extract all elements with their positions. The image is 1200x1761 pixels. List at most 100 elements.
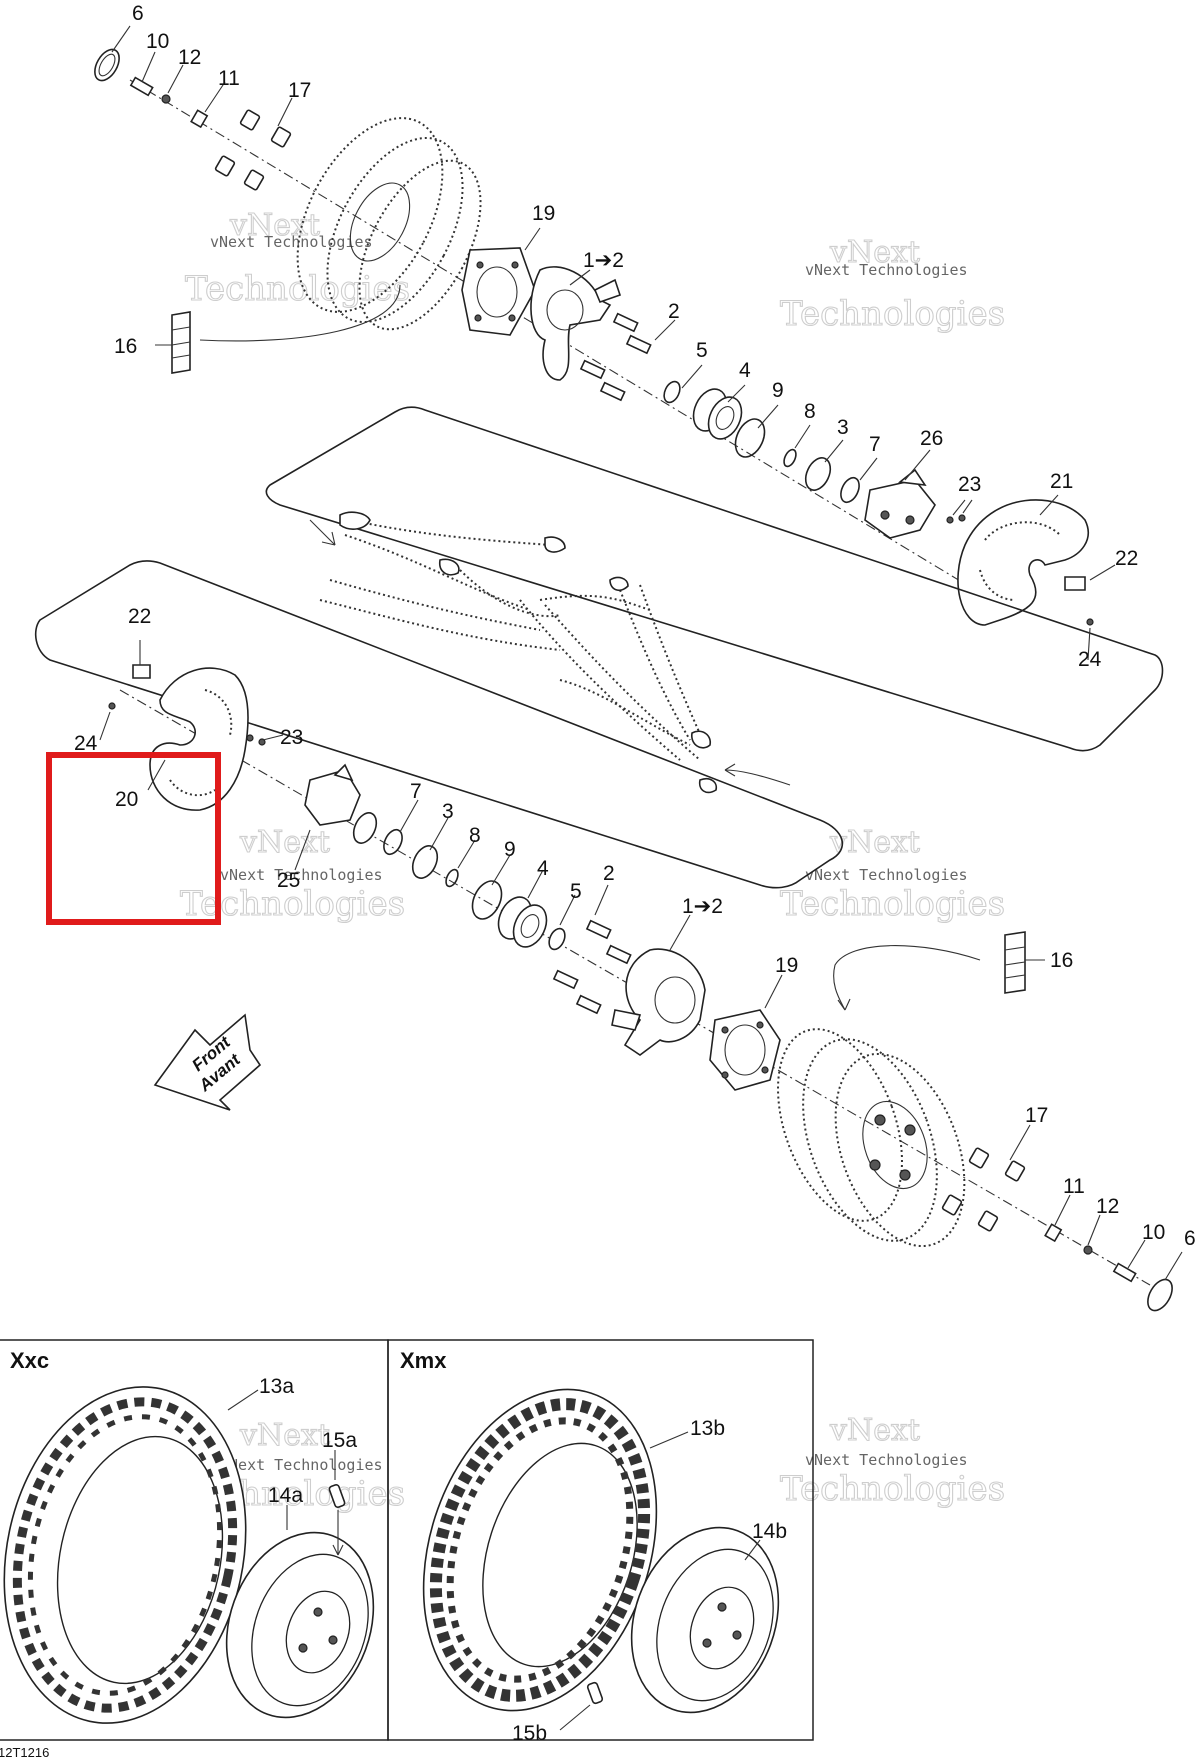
callout-3-top: 3 (837, 416, 849, 439)
watermark-vnext-5: vNext (239, 1418, 330, 1453)
watermark-small-4: vNext Technologies (805, 866, 968, 884)
hub-26 (864, 468, 936, 539)
callout-22-left: 22 (128, 605, 151, 628)
callout-25: 25 (277, 869, 300, 892)
callout-9-top: 9 (772, 379, 784, 402)
upper-arm-outline (265, 406, 1164, 752)
lower-arm-outline (34, 560, 844, 889)
callout-5-bottom: 5 (570, 880, 582, 903)
brake-disc-left (149, 667, 249, 811)
watermark-tech-2: Technologies (780, 294, 1005, 334)
callout-19-bottom: 19 (775, 954, 798, 977)
callout-12-top: 12 (178, 46, 201, 69)
leader-lines (99, 25, 1183, 1281)
callout-16-bottom: 16 (1050, 949, 1073, 972)
variant-box-xxc: Xxc 13a 15a 14a (0, 1339, 389, 1741)
callout-13a: 13a (259, 1375, 294, 1398)
lug-nuts-top (214, 109, 292, 191)
brake-disc-right (957, 499, 1090, 626)
variant-label-xxc: Xxc (10, 1348, 49, 1373)
callout-3-bottom: 3 (442, 800, 454, 823)
callout-12-bottom: 12 (1096, 1195, 1119, 1218)
callout-15b: 15b (512, 1722, 547, 1745)
watermark-vnext-4: vNext (829, 825, 920, 860)
top-hub-assembly (94, 48, 1094, 626)
callout-14b: 14b (752, 1520, 787, 1543)
bearing-bottom (497, 896, 548, 948)
watermark-small-2: vNext Technologies (805, 261, 968, 279)
callout-20: 20 (115, 788, 138, 811)
callout-labels: 6 10 12 11 17 19 1➔2 2 16 5 4 9 8 3 7 26… (74, 2, 1196, 1250)
callout-4-top: 4 (739, 359, 751, 382)
castle-nut-top (190, 109, 209, 129)
watermark-small-6: vNext Technologies (805, 1451, 968, 1469)
callout-6-bottom: 6 (1184, 1227, 1196, 1250)
bolts-top (579, 312, 652, 402)
bracket-22-right (1064, 576, 1086, 591)
callout-10-top: 10 (146, 30, 169, 53)
valve-stem-15a (328, 1483, 346, 1556)
washer-bottom (1083, 1245, 1093, 1255)
tread-leader-top (199, 284, 401, 342)
arm-arrow-upper (309, 519, 336, 546)
reflector-bottom (1004, 931, 1026, 994)
hub-25 (304, 763, 378, 844)
upper-a-arm (319, 511, 651, 651)
callout-10-bottom: 10 (1142, 1221, 1165, 1244)
watermark-vnext-3: vNext (239, 825, 330, 860)
callout-5-top: 5 (696, 339, 708, 362)
callout-19-top: 19 (532, 202, 555, 225)
watermark-small-3: vNext Technologies (220, 866, 383, 884)
callout-11-top: 11 (218, 67, 240, 90)
seal-bottom (411, 845, 439, 879)
callout-22-right: 22 (1115, 547, 1138, 570)
hub-bolt-bottom (1112, 1262, 1137, 1283)
studs-23-right (946, 514, 966, 524)
screw-24-left (108, 702, 116, 710)
reflector-top (171, 311, 191, 374)
hub-bolt-top (129, 76, 154, 97)
callout-7-bottom: 7 (410, 780, 422, 803)
brake-plate-top (461, 247, 536, 336)
lower-a-arm (519, 576, 718, 794)
tire-13b (422, 1388, 658, 1712)
watermark-vnext-1: vNext (229, 208, 320, 243)
wheel-bottom (777, 1028, 966, 1248)
hub-cap-top (94, 48, 120, 82)
washer-5-bottom (548, 927, 566, 951)
tire-13a (3, 1386, 247, 1724)
arm-arrow-lower (724, 769, 791, 786)
variant-label-xmx: Xmx (400, 1348, 447, 1373)
callout-24-right: 24 (1078, 648, 1102, 671)
callout-17-top: 17 (288, 79, 311, 102)
screw-24-right (1086, 618, 1094, 626)
front-direction-arrow: Front Avant (153, 1013, 262, 1111)
callout-21: 21 (1050, 470, 1073, 493)
a-arm-panel (34, 406, 1164, 889)
watermark-vnext-6: vNext (829, 1413, 920, 1448)
rim-14a (225, 1531, 375, 1719)
castle-nut-bottom (1044, 1223, 1063, 1243)
valve-stem-15b (586, 1681, 604, 1705)
bolts-bottom (552, 919, 632, 1015)
oring-top (783, 448, 797, 468)
watermark-small-5: vNext Technologies (220, 1456, 383, 1474)
drawing-code: 12T1216 (0, 1745, 49, 1760)
callout-15a: 15a (322, 1429, 357, 1452)
watermark-vnext-2: vNext (829, 235, 920, 270)
bracket-22-left (132, 664, 151, 679)
variant-box-xmx: Xmx 13b 14b 15b (387, 1339, 814, 1745)
callout-8-bottom: 8 (469, 824, 481, 847)
callout-14a: 14a (268, 1484, 303, 1507)
bottom-hub-assembly (108, 664, 1173, 1312)
callout-8-top: 8 (804, 400, 816, 423)
callout-23-right: 23 (958, 473, 981, 496)
callout-9-bottom: 9 (504, 838, 516, 861)
callout-26: 26 (920, 427, 943, 450)
watermark-tech-4: Technologies (780, 884, 1005, 924)
washer-top (161, 94, 171, 104)
callout-17-bottom: 17 (1025, 1104, 1048, 1127)
seal-top (804, 457, 832, 491)
callout-16-top: 16 (114, 335, 137, 358)
hub-cap-top-inner (98, 53, 116, 77)
